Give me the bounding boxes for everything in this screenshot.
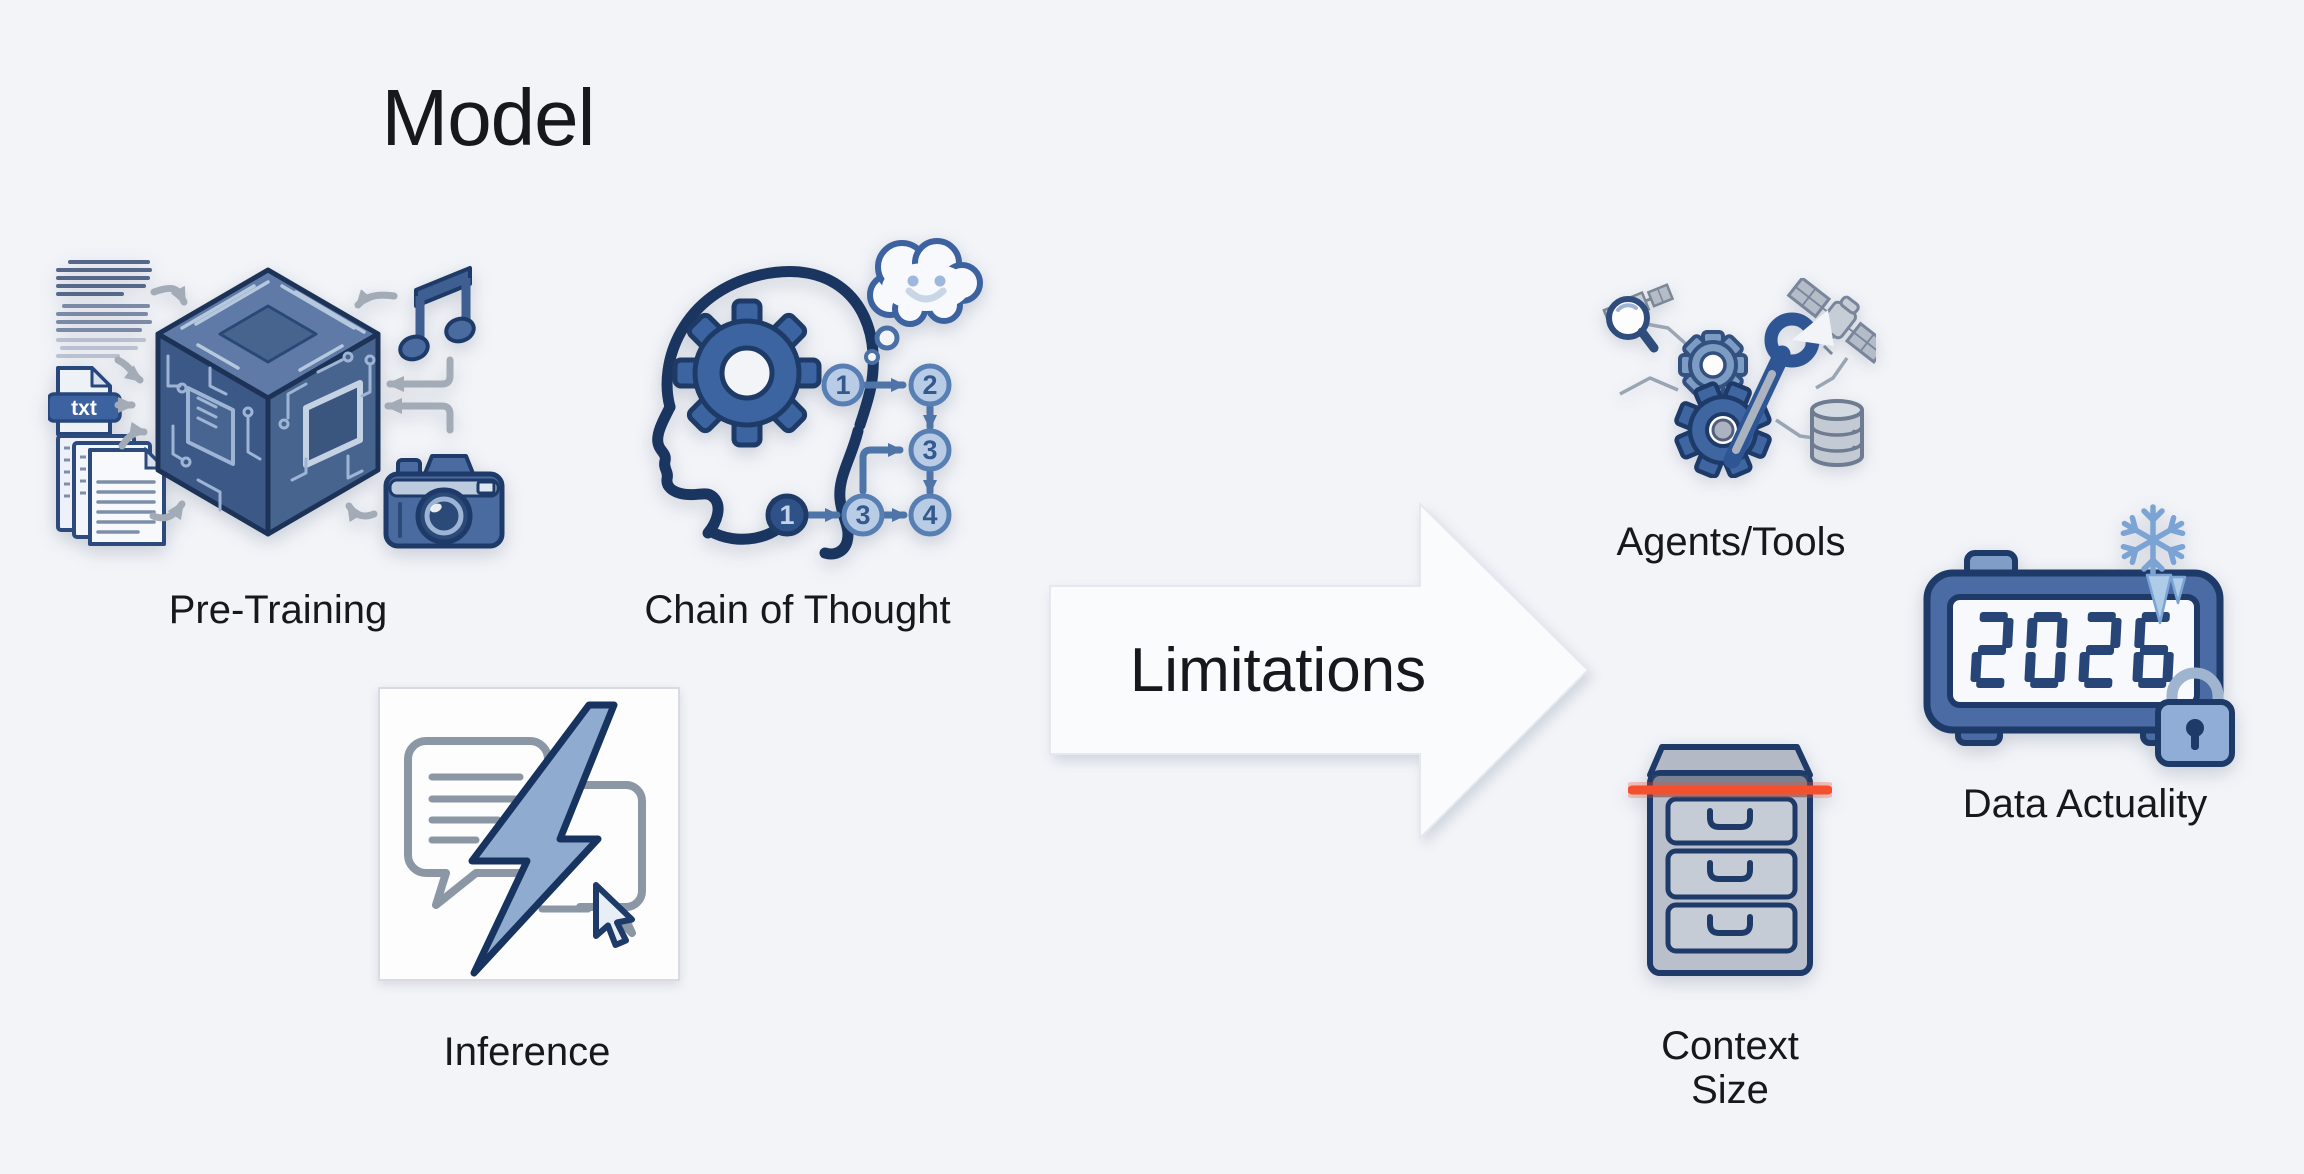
chain-of-thought-label: Chain of Thought bbox=[644, 588, 951, 632]
step-number: 3 bbox=[922, 435, 937, 465]
music-note-icon bbox=[398, 266, 476, 362]
step-circles-icon: 1 2 3 4 1 3 bbox=[765, 363, 952, 537]
context-size-icon bbox=[1628, 744, 1832, 976]
data-actuality-icon bbox=[1923, 504, 2235, 767]
limitations-arrow: Limitations bbox=[1049, 501, 1590, 841]
limitations-label: Limitations bbox=[1130, 636, 1426, 705]
step-number: 3 bbox=[855, 500, 870, 530]
inference-card bbox=[378, 687, 680, 981]
context-size-label: Context Size bbox=[1661, 1024, 1799, 1112]
step-number: 1 bbox=[779, 500, 794, 530]
txt-file-icon: txt bbox=[48, 366, 122, 436]
step-number: 1 bbox=[835, 370, 850, 400]
document-text-icon bbox=[56, 260, 152, 358]
database-icon bbox=[1810, 399, 1864, 467]
step-number: 2 bbox=[922, 370, 937, 400]
chat-bubbles-icon bbox=[404, 737, 646, 937]
file-cabinet-icon bbox=[1647, 744, 1813, 976]
chain-of-thought-icon: 1 2 3 4 1 3 bbox=[652, 238, 983, 560]
connector-lines bbox=[1619, 322, 1849, 440]
pre-training-label: Pre-Training bbox=[168, 588, 388, 632]
padlock-icon bbox=[2155, 667, 2235, 767]
smiley-icon bbox=[905, 275, 947, 303]
gears-wrench-icon bbox=[1674, 310, 1834, 478]
circuit-cube-icon bbox=[155, 267, 381, 537]
inference-label: Inference bbox=[443, 1030, 611, 1074]
step-number: 4 bbox=[922, 500, 937, 530]
data-flow-arrows bbox=[114, 284, 454, 523]
clock-digits bbox=[1970, 612, 2174, 688]
inference-icon bbox=[404, 701, 646, 977]
digital-clock-icon bbox=[1923, 550, 2224, 746]
agents-tools-label: Agents/Tools bbox=[1616, 520, 1846, 564]
wrench-icon bbox=[1723, 310, 1834, 469]
camera-icon bbox=[383, 454, 505, 549]
document-stack-icon bbox=[56, 434, 168, 546]
lightning-bolt-icon bbox=[468, 701, 618, 977]
thought-cloud-icon bbox=[864, 238, 983, 365]
right-arrow-shape bbox=[1049, 501, 1590, 841]
gear-icon bbox=[672, 298, 822, 448]
agents-tools-icon bbox=[1602, 278, 1876, 478]
snowflake-icon bbox=[2120, 504, 2186, 576]
pre-training-icon: txt bbox=[48, 260, 505, 549]
page-title: Model bbox=[381, 73, 596, 162]
icicle-icon bbox=[2145, 573, 2187, 625]
txt-file-label: txt bbox=[71, 397, 97, 420]
cursor-icon bbox=[593, 882, 635, 948]
magnifier-icon bbox=[1606, 296, 1659, 353]
data-actuality-label: Data Actuality bbox=[1962, 782, 2208, 826]
satellite-icon bbox=[1786, 278, 1876, 365]
